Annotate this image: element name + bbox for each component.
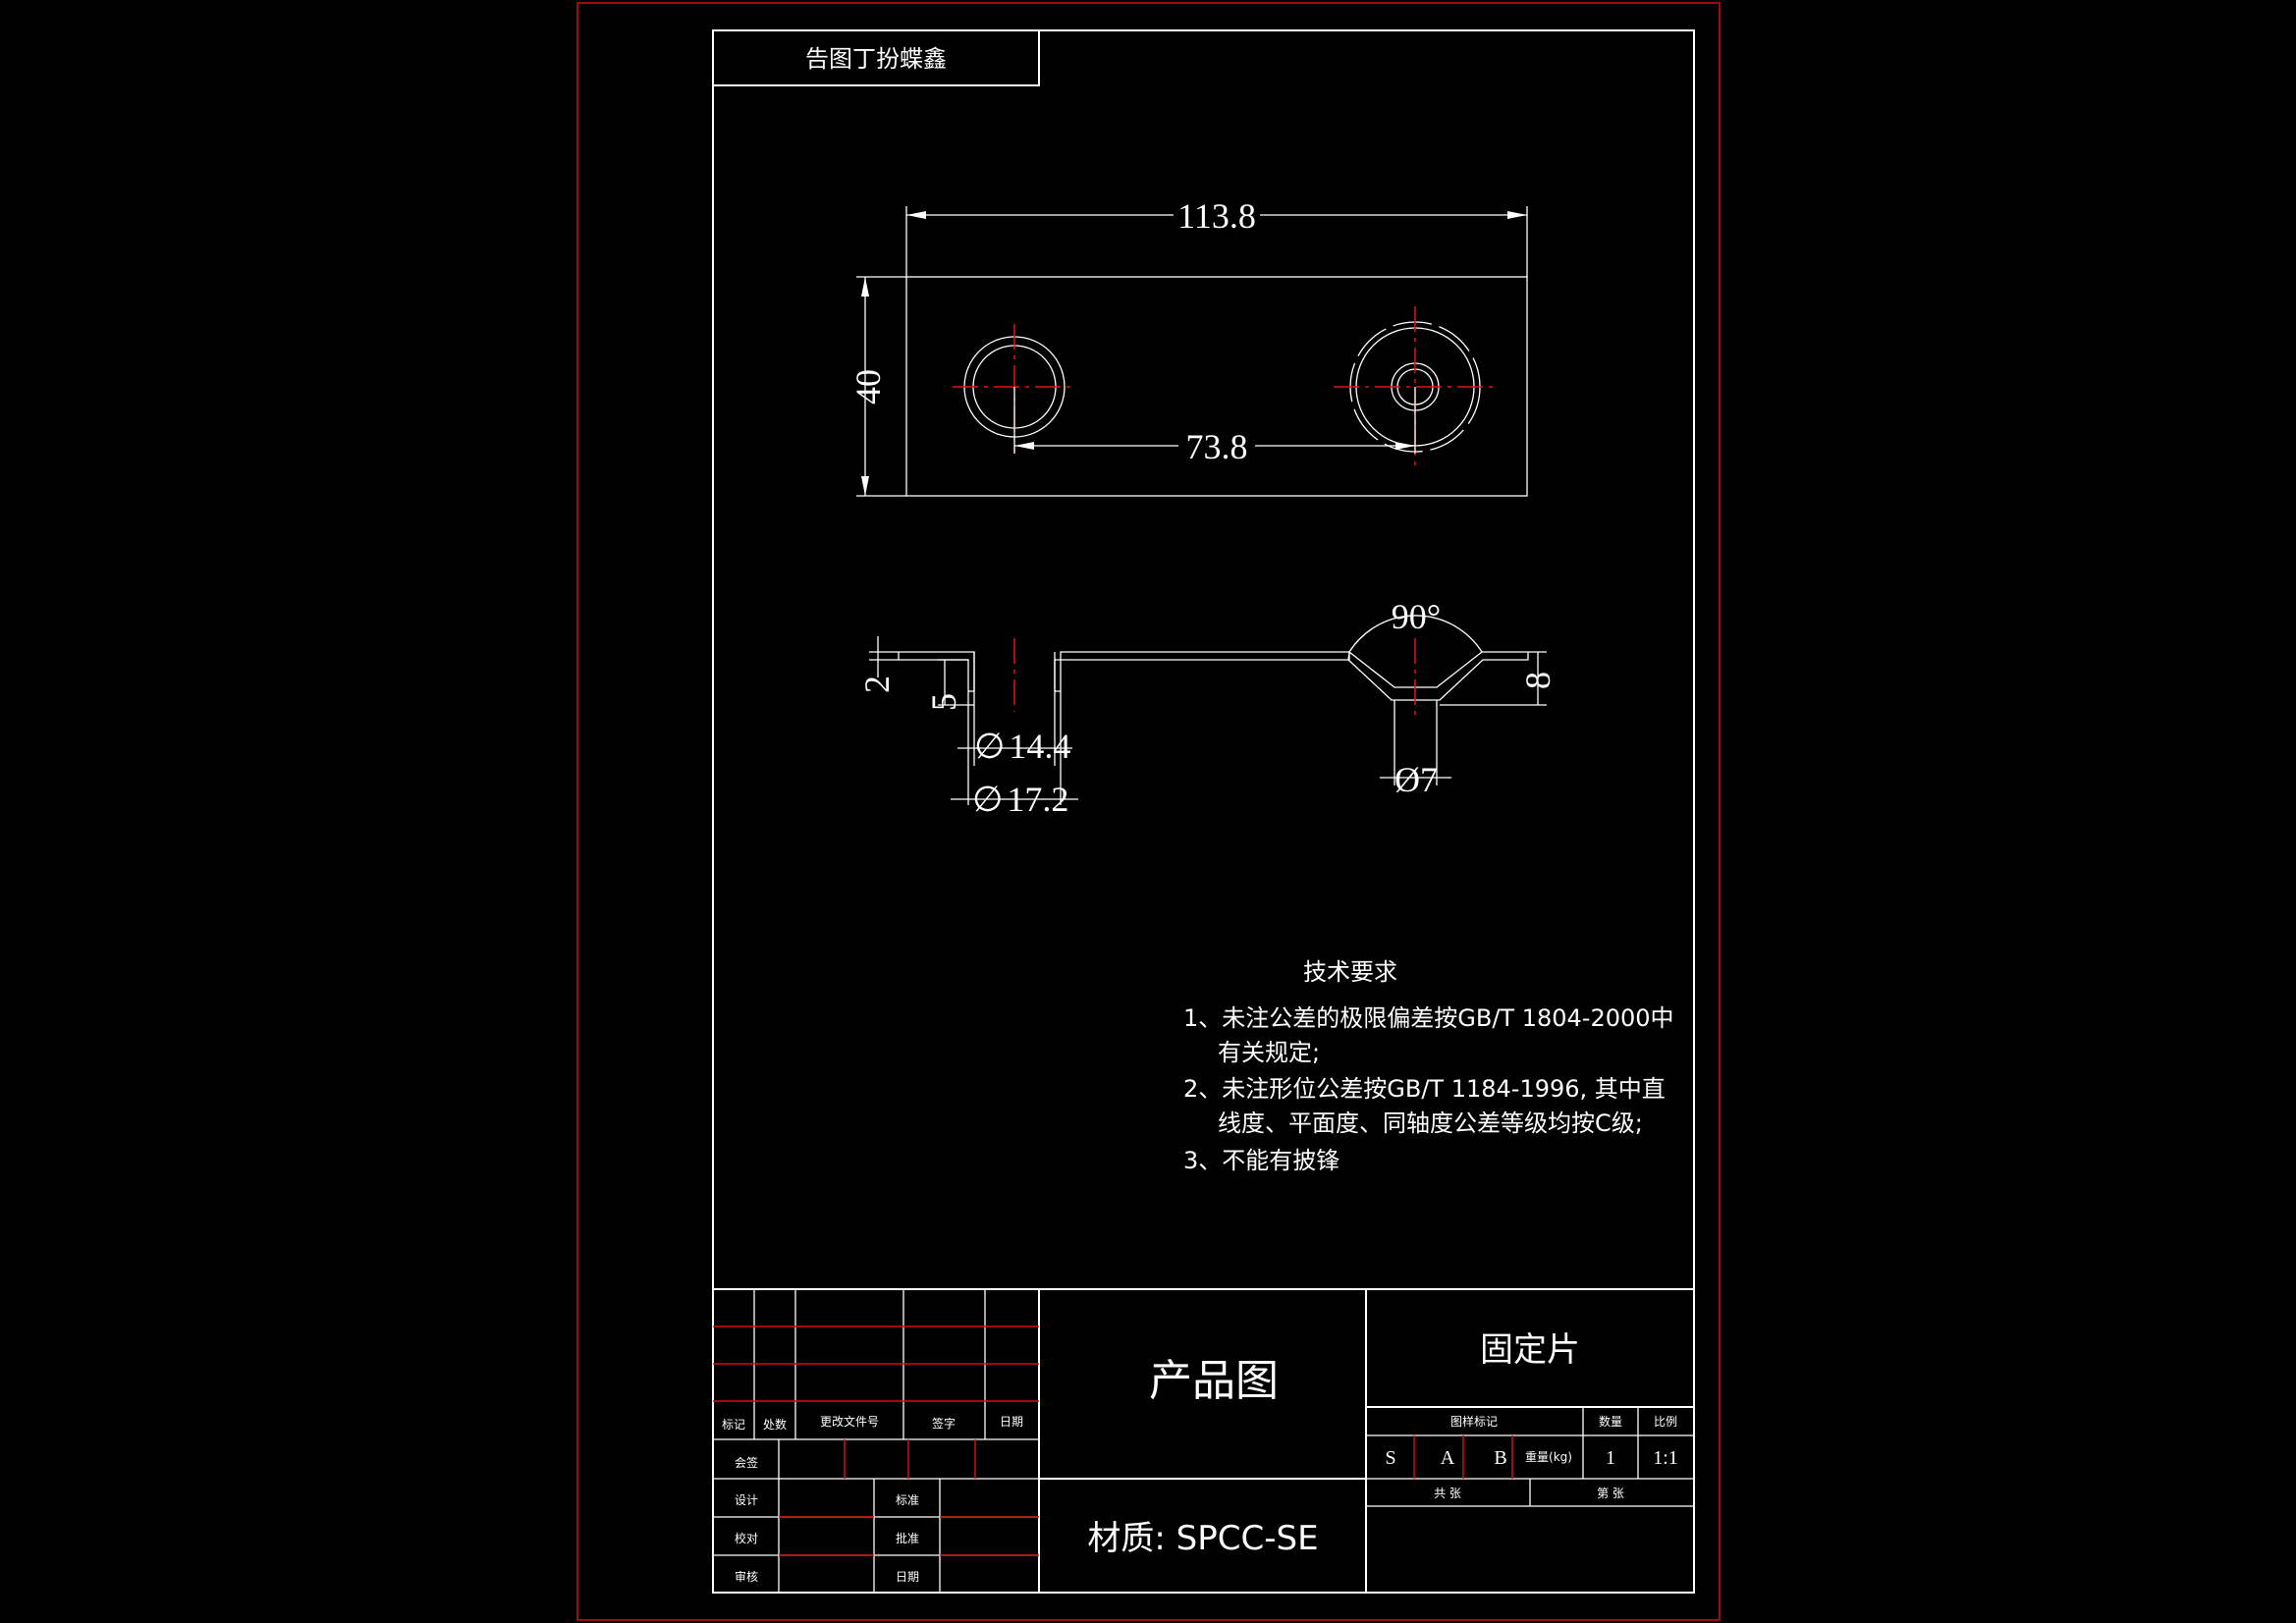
tech-line-2: 有关规定; [1218,1039,1320,1066]
scale-label: 比例 [1654,1415,1677,1429]
tech-line-1: 1、未注公差的极限偏差按GB/T 1804-2000中 [1183,1004,1674,1032]
svg-text:∅14.4: ∅14.4 [974,727,1070,766]
drawing-frame [712,29,1695,1594]
label-huiqian: 会签 [735,1455,758,1470]
dia-symbol: ∅ [974,727,1005,766]
label-shenhe: 审核 [735,1569,758,1584]
sheet-no: 第 张 [1597,1487,1624,1500]
label-sheji: 设计 [735,1493,758,1507]
material: 材质: SPCC-SE [1087,1519,1318,1558]
sheets-total: 共 张 [1434,1487,1461,1500]
tech-title: 技术要求 [1303,958,1397,986]
dim-length: 113.8 [905,192,1528,277]
dim-height: 40 [848,276,906,497]
dim-inner-dia: ∅14.4 [957,705,1072,766]
part-name: 固定片 [1480,1330,1580,1370]
dim-flange-text: 5 [924,693,963,711]
rev-header-count: 处数 [763,1417,787,1432]
dim-angle: 90° [1348,597,1483,653]
title-block: 标记 处数 更改文件号 签字 日期 会签 设计 校对 审核 标准 批准 日期 产… [713,1288,1694,1593]
rev-header-date: 日期 [1000,1415,1023,1429]
stage-a: A [1441,1447,1455,1469]
dim-hole-spacing-text: 73.8 [1186,427,1248,466]
qty-label: 数量 [1599,1414,1622,1429]
label-riqi: 日期 [896,1570,919,1584]
svg-text:∅17.2: ∅17.2 [972,780,1068,819]
label-biaozhun: 标准 [896,1493,919,1507]
tech-line-3: 2、未注形位公差按GB/T 1184-1996, 其中直 [1183,1075,1666,1103]
dim-hole-spacing: 73.8 [1013,387,1416,466]
weight-label: 重量(kg) [1525,1450,1572,1464]
dim-thickness-text: 2 [857,676,897,693]
dim-countersink-depth: 8 [1440,651,1558,706]
stage-s: S [1385,1447,1395,1469]
dim-depth-text: 8 [1518,672,1558,689]
top-view: 113.8 40 73.8 [848,192,1528,497]
tech-line-5: 3、不能有披锋 [1183,1147,1339,1174]
dim-angle-text: 90° [1392,597,1441,636]
tech-requirements: 技术要求 1、未注公差的极限偏差按GB/T 1804-2000中 有关规定; 2… [1183,958,1674,1174]
rev-header-sign: 签字 [932,1416,956,1431]
label-jiaodui: 校对 [735,1531,758,1545]
stage-label: 图样标记 [1450,1414,1498,1429]
rev-header-docno: 更改文件号 [820,1414,879,1429]
dia-symbol: ∅ [972,780,1003,819]
qty-value: 1 [1606,1447,1615,1469]
dim-length-text: 113.8 [1177,196,1256,236]
section-view: 90° 2 5 8 ∅14.4 [857,597,1558,819]
stamp-text: 告图丁扮蝶鑫 [805,45,947,73]
drawing-type: 产品图 [1149,1356,1279,1406]
stamp-box: 告图丁扮蝶鑫 [712,29,1040,86]
label-pizhun: 批准 [896,1531,919,1545]
dim-outer-dia: ∅17.2 [951,691,1078,819]
sheet-border [576,2,1721,1621]
dim-height-text: 40 [848,369,888,405]
tech-line-4: 线度、平面度、同轴度公差等级均按C级; [1218,1109,1643,1137]
dim-small-dia: Ø7 [1380,700,1451,799]
dim-outer-dia-text: 17.2 [1007,780,1068,819]
dim-thickness: 2 [857,636,899,693]
scale-value: 1:1 [1653,1447,1678,1469]
stage-b: B [1494,1447,1506,1469]
rev-header-mark: 标记 [722,1418,745,1432]
dim-small-dia-text: Ø7 [1394,760,1438,799]
dim-inner-dia-text: 14.4 [1009,727,1070,766]
plate-outline [905,276,1528,497]
dim-flange-height: 5 [924,659,974,711]
